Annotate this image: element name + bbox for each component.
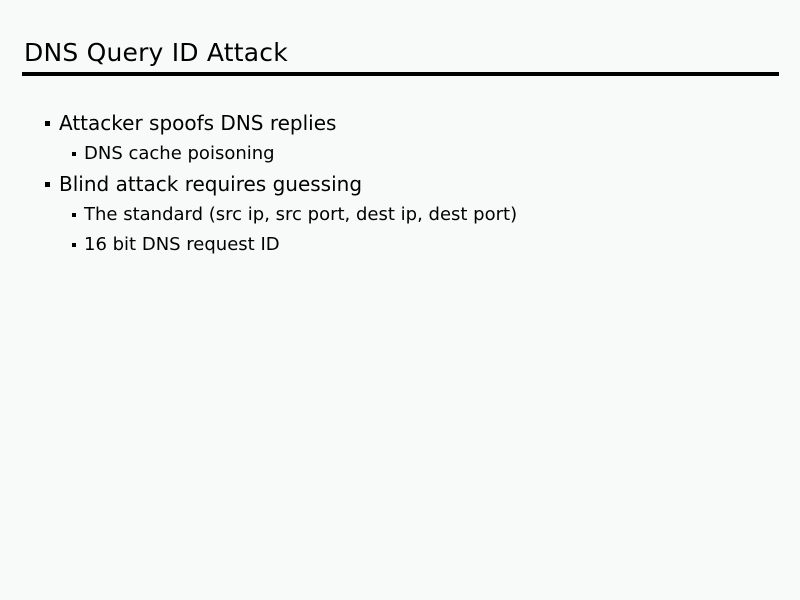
square-bullet-icon	[45, 121, 50, 126]
bullet-text: The standard (src ip, src port, dest ip,…	[84, 204, 518, 225]
square-bullet-icon	[72, 152, 76, 156]
list-item: Blind attack requires guessing	[0, 169, 800, 200]
slide-title: DNS Query ID Attack	[24, 38, 288, 67]
list-item: 16 bit DNS request ID	[0, 230, 800, 260]
square-bullet-icon	[72, 243, 76, 247]
bullet-text: 16 bit DNS request ID	[84, 234, 280, 255]
square-bullet-icon	[45, 182, 50, 187]
bullet-text: Attacker spoofs DNS replies	[59, 111, 337, 135]
list-item: DNS cache poisoning	[0, 139, 800, 169]
bullet-text: Blind attack requires guessing	[59, 172, 363, 196]
square-bullet-icon	[72, 213, 76, 217]
slide-bullet-list: Attacker spoofs DNS replies DNS cache po…	[0, 108, 800, 260]
list-item: Attacker spoofs DNS replies	[0, 108, 800, 139]
title-underline-rule	[22, 72, 779, 76]
list-item: The standard (src ip, src port, dest ip,…	[0, 200, 800, 230]
bullet-text: DNS cache poisoning	[84, 143, 275, 164]
